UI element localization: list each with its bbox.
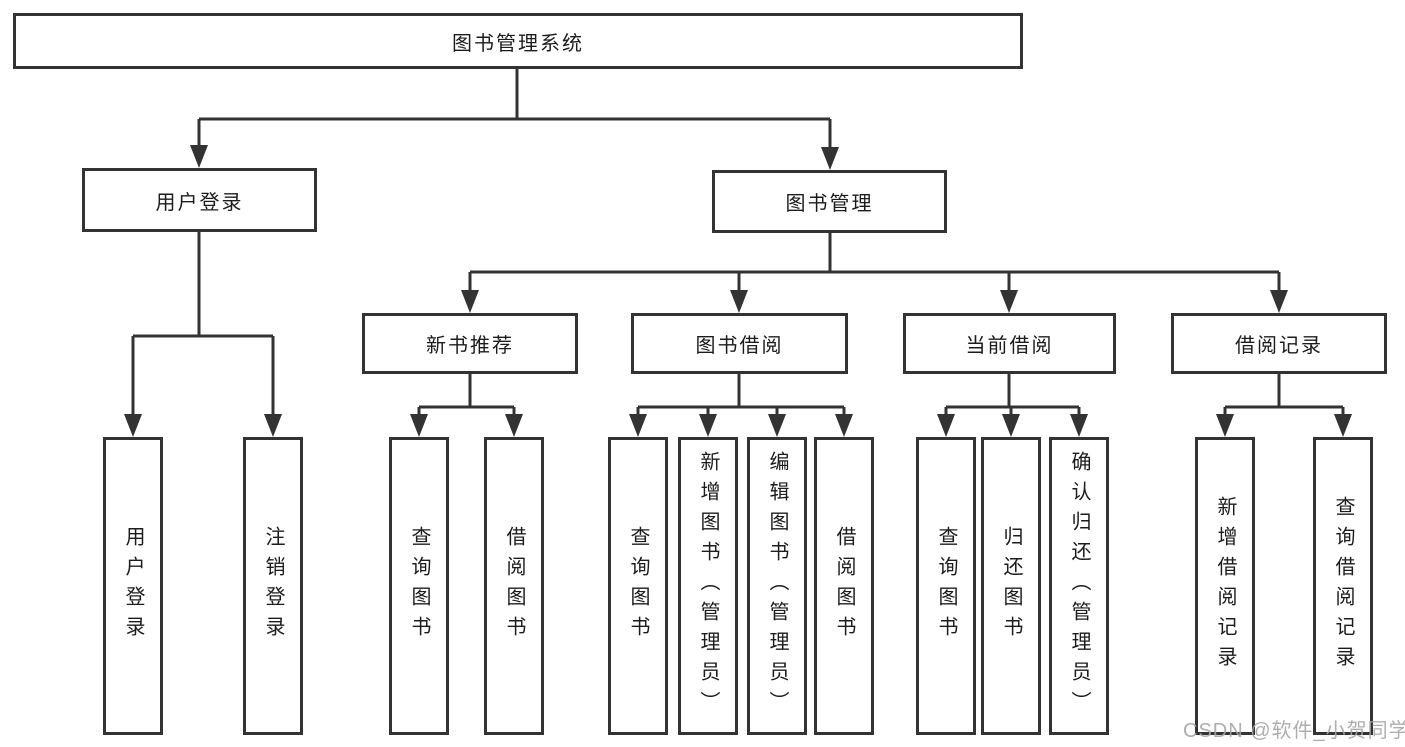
arrowhead bbox=[1270, 290, 1288, 313]
node-leaf-add-books-admin: 新增图书（管理员） bbox=[678, 437, 738, 735]
arrowhead bbox=[1070, 414, 1088, 437]
arrowhead bbox=[1000, 290, 1018, 313]
node-leaf-return-books: 归还图书 bbox=[981, 437, 1041, 735]
connector-path bbox=[131, 68, 1345, 420]
node-label: 新增借阅记录 bbox=[1214, 496, 1236, 676]
arrowhead bbox=[629, 414, 647, 437]
node-leaf-query-books-recommend: 查询图书 bbox=[389, 437, 449, 735]
arrowhead bbox=[410, 414, 428, 437]
arrowhead bbox=[1216, 414, 1234, 437]
node-label: 图书管理 bbox=[785, 193, 874, 215]
node-label: 注销登录 bbox=[262, 526, 284, 646]
arrowhead bbox=[1002, 414, 1020, 437]
arrowhead bbox=[821, 147, 839, 170]
node-user-login: 用户登录 bbox=[82, 168, 317, 232]
node-label: 图书借阅 bbox=[695, 335, 784, 357]
node-leaf-borrow-books-recommend: 借阅图书 bbox=[484, 437, 544, 735]
arrowhead bbox=[190, 145, 208, 168]
node-label: 查询图书 bbox=[935, 526, 957, 646]
watermark-text: CSDN @软件_小贺同学 bbox=[1183, 720, 1405, 742]
node-label: 新增图书（管理员） bbox=[697, 451, 719, 721]
node-book-management: 图书管理 bbox=[712, 170, 947, 233]
node-label: 查询图书 bbox=[408, 526, 430, 646]
node-new-book-recommend: 新书推荐 bbox=[362, 313, 578, 374]
node-label: 用户登录 bbox=[122, 526, 144, 646]
node-book-borrowing: 图书借阅 bbox=[631, 313, 848, 374]
node-label: 编辑图书（管理员） bbox=[766, 451, 788, 721]
arrowhead bbox=[699, 414, 717, 437]
arrowhead bbox=[124, 414, 142, 437]
node-leaf-query-borrow-record: 查询借阅记录 bbox=[1313, 437, 1373, 735]
node-label: 新书推荐 bbox=[426, 335, 514, 357]
arrowhead bbox=[835, 414, 853, 437]
arrowheads bbox=[124, 145, 1352, 437]
node-leaf-edit-books-admin: 编辑图书（管理员） bbox=[747, 437, 807, 735]
arrowhead bbox=[768, 414, 786, 437]
node-label: 图书管理系统 bbox=[452, 32, 584, 55]
node-label: 确认归还（管理员） bbox=[1068, 451, 1090, 721]
node-leaf-confirm-return-admin: 确认归还（管理员） bbox=[1049, 437, 1109, 735]
arrowhead bbox=[461, 290, 479, 313]
arrowhead bbox=[1334, 414, 1352, 437]
node-leaf-query-books-borrow: 查询图书 bbox=[608, 437, 668, 735]
node-leaf-logout: 注销登录 bbox=[243, 437, 303, 735]
node-label: 归还图书 bbox=[1000, 526, 1022, 646]
node-label: 当前借阅 bbox=[965, 335, 1054, 357]
node-leaf-borrow-books: 借阅图书 bbox=[814, 437, 874, 735]
node-library-system: 图书管理系统 bbox=[13, 13, 1023, 69]
node-label: 借阅图书 bbox=[833, 526, 855, 646]
node-label: 查询借阅记录 bbox=[1332, 496, 1354, 676]
node-current-borrowing: 当前借阅 bbox=[903, 313, 1116, 374]
arrowhead bbox=[264, 414, 282, 437]
arrowhead bbox=[730, 290, 748, 313]
node-leaf-add-borrow-record: 新增借阅记录 bbox=[1195, 437, 1255, 735]
node-leaf-user-login: 用户登录 bbox=[103, 437, 163, 735]
node-borrowing-records: 借阅记录 bbox=[1171, 313, 1387, 374]
node-label: 查询图书 bbox=[627, 526, 649, 646]
node-label: 借阅记录 bbox=[1235, 335, 1323, 357]
node-label: 用户登录 bbox=[155, 191, 244, 214]
arrowhead bbox=[505, 414, 523, 437]
node-leaf-query-books-current: 查询图书 bbox=[916, 437, 976, 735]
arrowhead bbox=[937, 414, 955, 437]
node-label: 借阅图书 bbox=[503, 526, 525, 646]
